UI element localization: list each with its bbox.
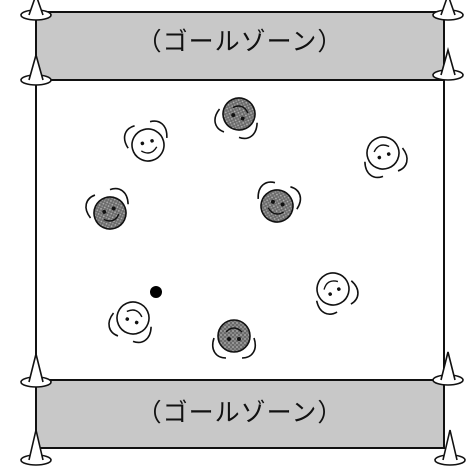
goal-zone-bottom-label: （ゴールゾーン）: [36, 393, 444, 429]
ball-icon: [150, 286, 162, 298]
player-dark-icon: [212, 92, 265, 142]
player-light-icon: [358, 131, 411, 181]
player-light-icon: [122, 118, 173, 166]
goal-zone-top-label: （ゴールゾーン）: [36, 22, 444, 58]
cone-marker-icon: [433, 0, 463, 20]
player-light-icon: [106, 296, 159, 346]
player-light-icon: [307, 265, 363, 319]
cone-marker-icon: [21, 0, 51, 20]
cone-marker-icon: [21, 354, 51, 387]
player-dark-icon: [213, 320, 256, 358]
player-dark-icon: [83, 185, 136, 235]
cone-marker-icon: [433, 352, 463, 385]
player-dark-icon: [252, 179, 303, 227]
